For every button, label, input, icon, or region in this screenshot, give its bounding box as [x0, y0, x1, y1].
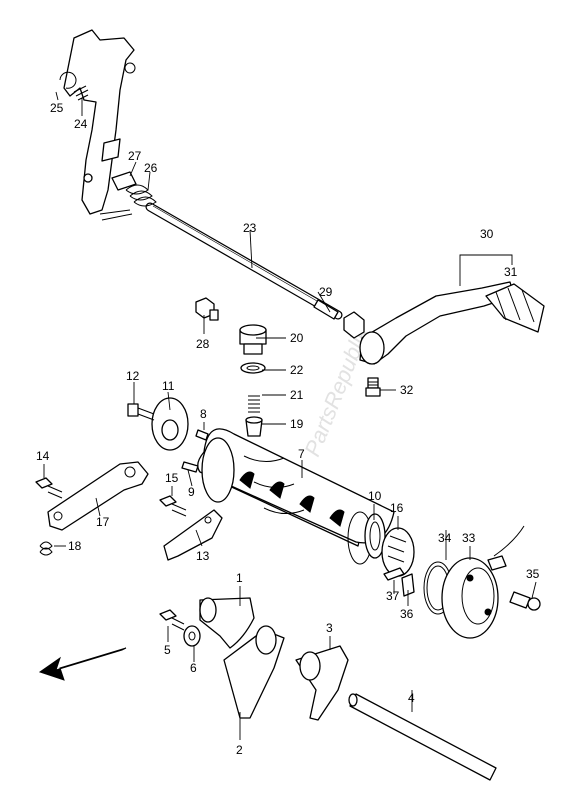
callout-36: 36: [400, 607, 414, 621]
callout-25: 25: [50, 101, 64, 115]
callout-16: 16: [390, 501, 404, 515]
callout-17: 17: [96, 515, 110, 529]
callout-31: 31: [504, 265, 518, 279]
gear-shift-fork-2[interactable]: [223, 625, 285, 719]
callout-5: 5: [164, 643, 171, 657]
gear-shift-fork-3[interactable]: [295, 645, 349, 721]
callout-28: 28: [196, 337, 210, 351]
spring-pin[interactable]: [111, 171, 137, 191]
screw-35[interactable]: [509, 591, 541, 611]
bolt-32[interactable]: [365, 377, 381, 397]
callout-8: 8: [200, 407, 207, 421]
callout-24: 24: [74, 117, 88, 131]
callout-27: 27: [128, 149, 142, 163]
plug-19[interactable]: [245, 416, 263, 437]
bolt-5[interactable]: [159, 609, 185, 631]
leader-lines: [43, 91, 537, 740]
callout-4: 4: [408, 691, 415, 705]
pin-24[interactable]: [73, 85, 89, 101]
callout-30: 30: [480, 227, 494, 241]
callout-1: 1: [236, 571, 243, 585]
bolt-14[interactable]: [35, 477, 63, 499]
callout-22: 22: [290, 363, 304, 377]
callout-9: 9: [188, 485, 195, 499]
callout-34: 34: [438, 531, 452, 545]
bolt-15[interactable]: [159, 495, 187, 517]
callout-15: 15: [165, 471, 179, 485]
gear-shift-arm-17[interactable]: [47, 461, 149, 531]
callout-2: 2: [236, 743, 243, 757]
callout-20: 20: [290, 331, 304, 345]
pin-36[interactable]: [401, 573, 415, 597]
callout-19: 19: [290, 417, 304, 431]
callout-labels: 23 29 30 31 20 22 21 19 32 28 12 11 8 9 …: [36, 101, 540, 757]
bolt-12[interactable]: [127, 403, 155, 421]
callout-35: 35: [526, 567, 540, 581]
callout-11: 11: [162, 379, 175, 393]
e-clip-25[interactable]: [59, 71, 77, 89]
shift-arm[interactable]: [63, 29, 136, 215]
gear-position-switch-33[interactable]: [441, 525, 525, 639]
spring-21[interactable]: [248, 395, 260, 413]
front-direction-arrow-icon: [38, 647, 127, 681]
stopper-plate-13[interactable]: [163, 509, 223, 561]
gasket-22[interactable]: [240, 362, 266, 374]
washer-10[interactable]: [364, 513, 386, 559]
nut-29[interactable]: [343, 311, 365, 339]
callout-26: 26: [144, 161, 158, 175]
callout-21: 21: [290, 388, 304, 402]
callout-3: 3: [326, 621, 333, 635]
spring-18[interactable]: [39, 541, 53, 556]
pin-8[interactable]: [195, 429, 209, 441]
callout-7: 7: [298, 447, 305, 461]
callout-10: 10: [368, 489, 382, 503]
washer-6[interactable]: [183, 625, 201, 647]
cam-driven-gear-11[interactable]: [151, 397, 189, 451]
neutral-switch-28[interactable]: [195, 297, 219, 321]
pin-9[interactable]: [181, 461, 199, 473]
gearshift-lever[interactable]: [359, 281, 545, 365]
plug-20[interactable]: [239, 324, 267, 355]
fork-shaft-4[interactable]: [348, 693, 497, 781]
callout-23: 23: [243, 221, 257, 235]
gear-shift-fork-1[interactable]: [199, 597, 255, 649]
gear-shift-cam[interactable]: [197, 428, 395, 565]
callout-37: 37: [386, 589, 400, 603]
callout-6: 6: [190, 661, 197, 675]
pin-37[interactable]: [383, 567, 405, 581]
callout-14: 14: [36, 449, 50, 463]
callout-29: 29: [319, 285, 333, 299]
gear-shift-shaft[interactable]: [145, 202, 343, 320]
callout-13: 13: [196, 549, 210, 563]
callout-18: 18: [68, 539, 82, 553]
callout-12: 12: [126, 369, 140, 383]
callout-33: 33: [462, 531, 476, 545]
callout-32: 32: [400, 383, 414, 397]
